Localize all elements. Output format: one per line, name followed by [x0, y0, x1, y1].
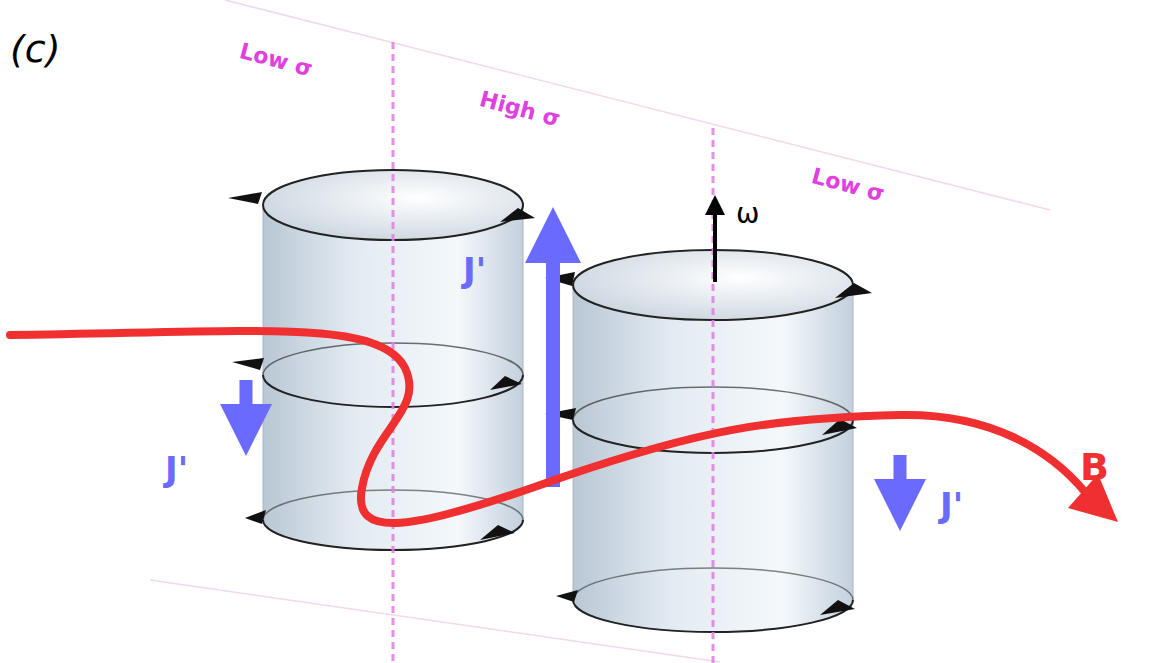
region-label: High σ [477, 88, 562, 131]
current-label: J' [463, 253, 486, 287]
region-label: Low σ [237, 40, 314, 80]
panel-label: (c) [10, 30, 61, 68]
region-label: Low σ [809, 165, 886, 205]
vorticity-label: ω [736, 200, 759, 228]
field-label: B [1080, 448, 1109, 486]
current-label: J' [165, 452, 188, 486]
current-label: J' [940, 488, 963, 522]
